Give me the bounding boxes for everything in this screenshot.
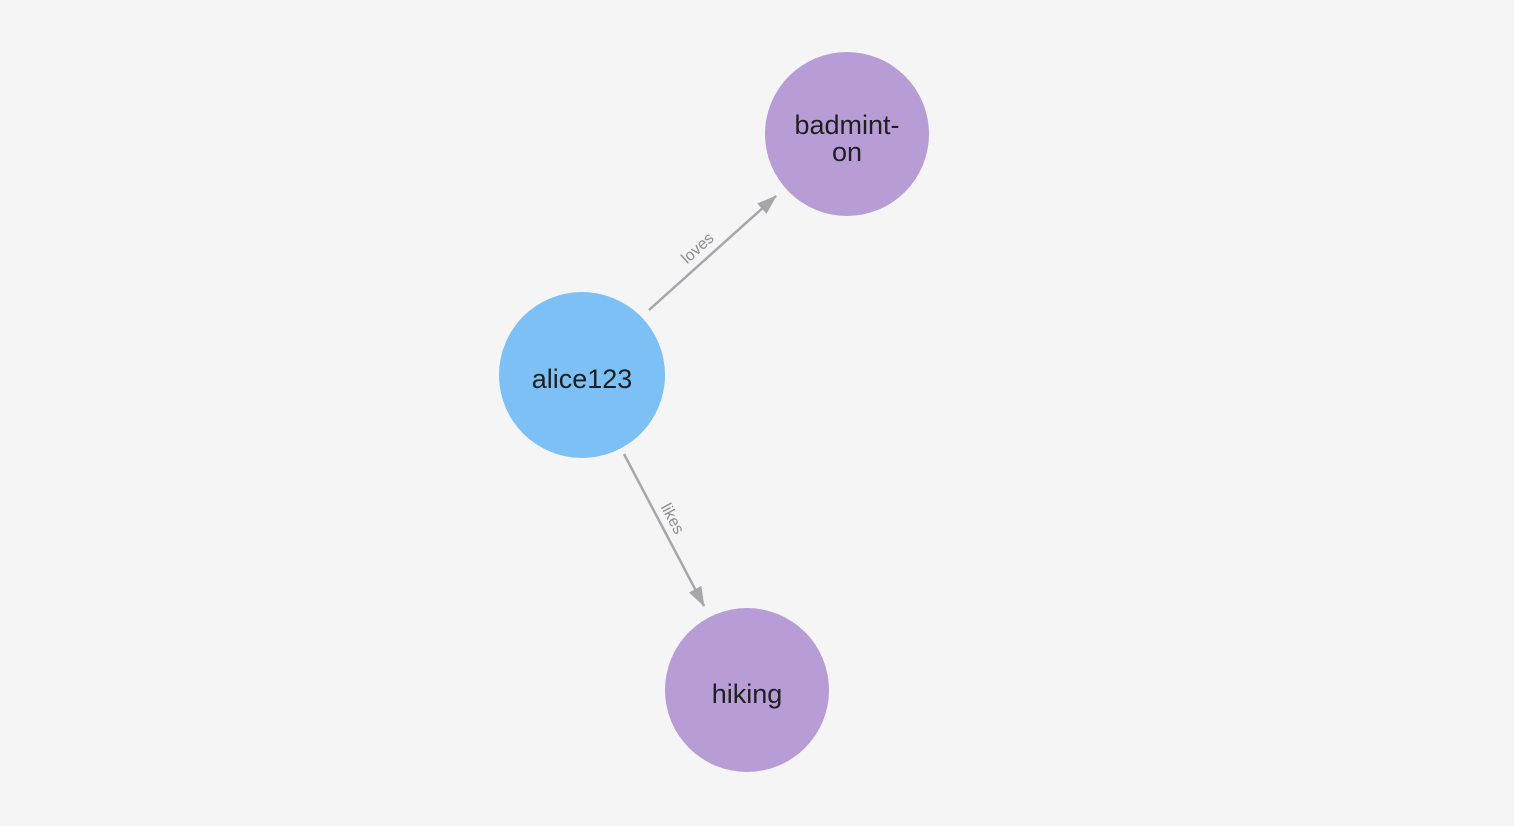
node-label: hiking (712, 679, 783, 709)
node-alice123[interactable]: alice123 (499, 292, 665, 458)
edge-line[interactable] (622, 453, 706, 607)
node-hiking[interactable]: hiking (665, 608, 829, 772)
node-circle[interactable] (665, 608, 829, 772)
edge-line[interactable] (648, 195, 777, 311)
node-label: badmint-on (794, 110, 899, 167)
node-label-line: badmint- (794, 110, 899, 140)
node-badminton[interactable]: badmint-on (765, 52, 929, 216)
node-circle[interactable] (499, 292, 665, 458)
node-label-line: on (832, 137, 862, 167)
node-circle[interactable] (765, 52, 929, 216)
node-label: alice123 (532, 364, 633, 394)
